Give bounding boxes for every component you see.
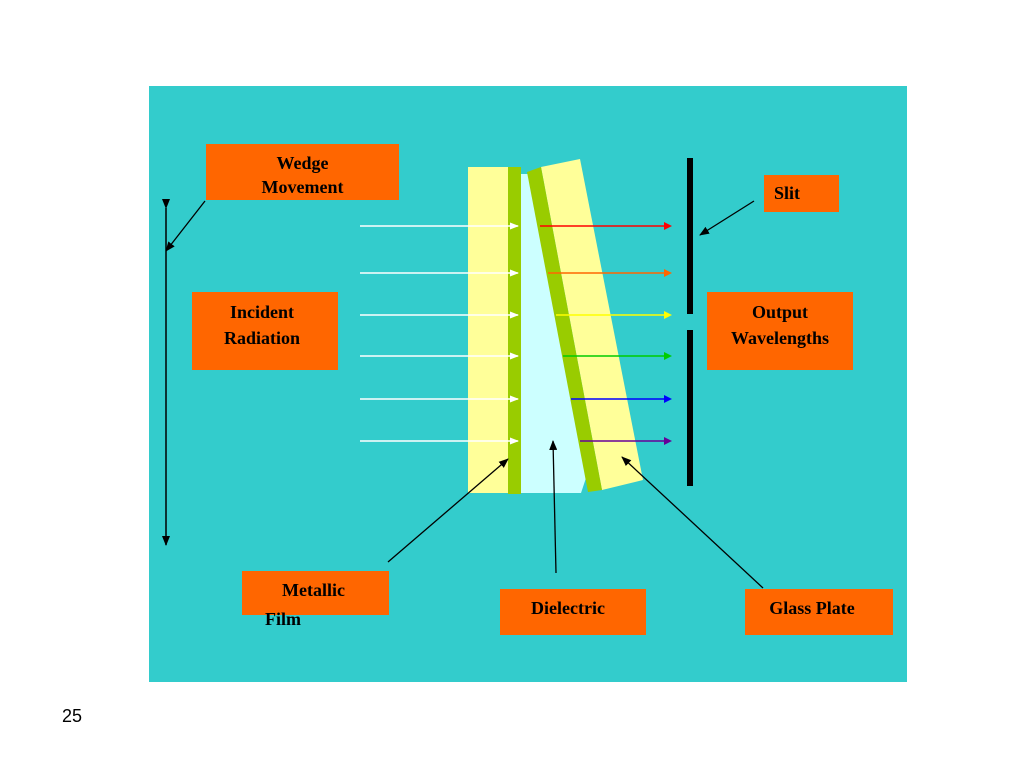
output-wavelengths-label: Output Wavelengths: [707, 292, 853, 370]
glass-plate-pointer: [621, 456, 764, 589]
slit-label: Slit: [764, 175, 839, 212]
left-glass-plate: [468, 167, 508, 493]
dielectric-pointer: [549, 440, 558, 574]
metallic-film-label: Metallic: [242, 571, 389, 615]
wedge-pointer: [165, 200, 206, 252]
glass-plate-label: Glass Plate: [745, 589, 893, 635]
metallic-film-label-second-line: Film: [265, 609, 301, 629]
metallic-film-pointer: [387, 458, 509, 563]
right-glass-plate: [541, 159, 643, 490]
dielectric-wedge: [521, 174, 586, 493]
slit-pointer: [699, 200, 755, 236]
incident-radiation-label: Incident Radiation: [192, 292, 338, 370]
slit-upper-jaw: [687, 158, 693, 314]
output-rays: [540, 222, 672, 445]
wedge-movement-label: Wedge Movement: [206, 144, 399, 200]
pointer-arrows: [165, 200, 764, 589]
right-metallic-film: [527, 167, 602, 492]
page-number: 25: [62, 706, 83, 726]
left-metallic-film: [508, 167, 521, 494]
dielectric-label: Dielectric: [500, 589, 646, 635]
incident-rays: [360, 222, 519, 445]
slit-lower-jaw: [687, 330, 693, 486]
